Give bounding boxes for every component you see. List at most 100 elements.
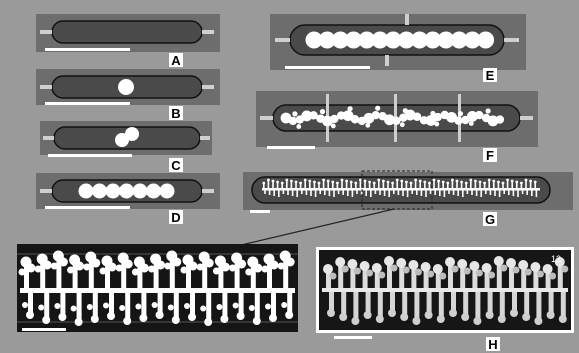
sphere bbox=[116, 265, 123, 272]
sphere bbox=[292, 111, 297, 116]
fiber bbox=[287, 190, 289, 195]
sphere bbox=[488, 272, 495, 279]
sphere bbox=[245, 269, 252, 276]
sphere bbox=[133, 184, 148, 199]
fiber bbox=[430, 190, 432, 194]
fiber bbox=[508, 190, 510, 195]
sphere bbox=[290, 180, 293, 183]
sphere bbox=[92, 184, 107, 199]
sphere bbox=[373, 182, 376, 185]
sphere bbox=[473, 317, 481, 325]
sphere bbox=[465, 182, 468, 185]
fiber bbox=[292, 190, 294, 196]
fiber bbox=[306, 190, 308, 195]
fiber bbox=[370, 190, 372, 197]
panel-h-corner-text: 12 bbox=[551, 254, 561, 264]
sphere bbox=[350, 181, 353, 184]
fiber-axis bbox=[262, 188, 540, 191]
sphere bbox=[446, 182, 449, 185]
sphere bbox=[445, 257, 455, 267]
sphere bbox=[372, 263, 382, 273]
sphere bbox=[396, 258, 406, 268]
panel-label-h: H bbox=[488, 337, 497, 352]
fiber bbox=[315, 190, 317, 197]
sphere bbox=[323, 264, 333, 274]
sphere bbox=[439, 273, 446, 280]
sphere bbox=[561, 266, 568, 273]
sphere bbox=[296, 124, 301, 129]
fiber bbox=[513, 190, 515, 196]
sphere bbox=[348, 106, 353, 111]
fiber bbox=[296, 190, 298, 197]
sphere bbox=[304, 179, 307, 182]
sphere bbox=[172, 258, 181, 267]
sphere bbox=[331, 124, 336, 129]
sphere bbox=[479, 181, 482, 184]
fiber bbox=[347, 190, 349, 196]
fiber bbox=[480, 190, 482, 197]
sphere bbox=[313, 181, 316, 184]
fiber-axis bbox=[322, 288, 568, 292]
sphere bbox=[267, 179, 270, 182]
sphere bbox=[537, 271, 544, 278]
sphere bbox=[437, 315, 445, 323]
fiber bbox=[356, 190, 358, 194]
fiber bbox=[338, 190, 340, 194]
sphere bbox=[270, 261, 279, 270]
sphere bbox=[359, 179, 362, 182]
sphere bbox=[437, 180, 440, 183]
sphere bbox=[341, 179, 344, 182]
fiber bbox=[476, 190, 478, 196]
sphere bbox=[469, 261, 479, 271]
sphere bbox=[51, 263, 58, 270]
sphere bbox=[434, 122, 439, 127]
sphere bbox=[534, 317, 542, 325]
fiber bbox=[319, 190, 321, 194]
fiber bbox=[522, 190, 524, 194]
sphere bbox=[27, 264, 36, 273]
sphere bbox=[172, 316, 180, 324]
scale-bar bbox=[45, 48, 130, 51]
fiber bbox=[444, 190, 446, 197]
sphere bbox=[286, 258, 295, 267]
sphere bbox=[285, 179, 288, 182]
sphere bbox=[366, 270, 373, 277]
sphere bbox=[469, 179, 472, 182]
sphere bbox=[103, 303, 109, 309]
sphere bbox=[35, 266, 42, 273]
sphere bbox=[330, 273, 337, 280]
sphere bbox=[428, 182, 431, 185]
sphere bbox=[451, 179, 454, 182]
sphere bbox=[354, 182, 357, 185]
panel-zoom bbox=[17, 244, 298, 332]
sphere bbox=[75, 318, 83, 326]
sphere bbox=[345, 180, 348, 183]
sphere bbox=[522, 313, 530, 321]
sphere bbox=[513, 267, 520, 274]
sphere bbox=[483, 182, 486, 185]
sphere bbox=[518, 260, 528, 270]
sphere bbox=[75, 262, 84, 271]
sphere bbox=[188, 313, 196, 321]
sphere bbox=[400, 180, 403, 183]
sphere bbox=[464, 268, 471, 275]
sphere bbox=[229, 265, 236, 272]
sphere bbox=[506, 258, 516, 268]
sphere bbox=[496, 115, 504, 123]
sphere bbox=[160, 184, 175, 199]
sphere bbox=[124, 260, 133, 269]
fiber bbox=[342, 190, 344, 195]
sphere bbox=[510, 309, 518, 317]
fiber bbox=[531, 190, 533, 196]
sphere bbox=[336, 182, 339, 185]
sphere bbox=[396, 179, 399, 182]
fiber bbox=[398, 190, 400, 195]
sphere bbox=[368, 181, 371, 184]
sphere bbox=[262, 266, 269, 273]
fiber bbox=[384, 190, 386, 196]
sphere bbox=[461, 313, 469, 321]
sphere bbox=[376, 315, 384, 323]
fiber bbox=[329, 190, 331, 196]
sphere bbox=[253, 317, 261, 325]
